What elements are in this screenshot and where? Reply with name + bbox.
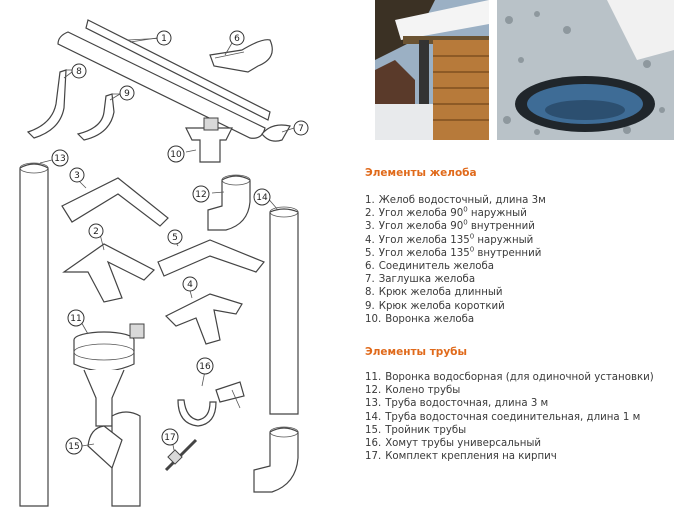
list-item: 11.Воронка водосборная (для одиночной ус… <box>365 372 654 383</box>
list-item: 9.Крюк желоба короткий <box>365 300 505 312</box>
list-item: 6.Соединитель желоба <box>365 261 494 273</box>
callout-14: 14 <box>253 188 271 206</box>
svg-text:10: 10 <box>170 150 182 160</box>
svg-text:14: 14 <box>256 193 268 203</box>
list-item: 5.Угол желоба 1350 внутренний <box>365 245 542 259</box>
leader-lines <box>39 37 295 451</box>
list-item: 1.Желоб водосточный, длина 3м <box>365 195 546 206</box>
list-item: 13.Труба водосточная, длина 3 м <box>365 398 549 410</box>
callout-17: 17 <box>161 428 179 446</box>
pipe-elements-list: 11.Воронка водосборная (для одиночной ус… <box>365 371 654 463</box>
pipe-elements-title: Элементы трубы <box>365 346 467 358</box>
pipe-clamp-part <box>177 381 245 427</box>
long-hook-part <box>26 69 80 139</box>
list-item: 4.Угол желоба 1350 наружный <box>365 232 534 246</box>
outer-corner-90-part <box>62 243 156 303</box>
list-item: 10.Воронка желоба <box>365 313 475 325</box>
svg-text:13: 13 <box>54 154 65 164</box>
photo-funnel-on-gravel <box>497 0 674 140</box>
connecting-pipe-part <box>269 206 299 415</box>
inner-corner-90-part <box>61 177 169 227</box>
pipe-elbow-part <box>207 174 251 231</box>
callout-7: 7 <box>293 120 309 136</box>
callout-1: 1 <box>156 30 172 46</box>
callout-9: 9 <box>119 85 135 101</box>
list-item: 3.Угол желоба 900 внутренний <box>365 219 535 233</box>
svg-text:11: 11 <box>70 314 81 324</box>
outer-corner-135-part <box>164 293 243 345</box>
pipe-elbow-lower-part <box>253 426 299 493</box>
callout-15: 15 <box>65 437 83 455</box>
callout-6: 6 <box>229 30 245 46</box>
callout-10: 10 <box>167 145 185 163</box>
svg-text:5: 5 <box>172 233 178 243</box>
inner-corner-135-part <box>157 239 265 277</box>
callout-12: 12 <box>192 185 210 203</box>
long-pipe-part <box>19 162 49 507</box>
list-item: 8.Крюк желоба длинный <box>365 287 503 299</box>
svg-text:7: 7 <box>298 124 304 134</box>
gutter-elements-title: Элементы желоба <box>365 167 477 179</box>
svg-text:1: 1 <box>161 34 167 44</box>
photo-gutter-on-house <box>375 0 489 140</box>
list-item: 14.Труба водосточная соединительная, дли… <box>365 411 641 423</box>
parts-diagram: 1 6 8 9 7 10 13 3 12 14 2 5 4 11 16 15 1… <box>19 19 309 507</box>
svg-text:4: 4 <box>187 280 193 290</box>
svg-text:15: 15 <box>68 442 79 452</box>
svg-text:12: 12 <box>195 190 206 200</box>
gutter-elements-list: 1.Желоб водосточный, длина 3м 2.Угол жел… <box>365 194 546 326</box>
callout-13: 13 <box>51 149 69 167</box>
end-cap-part <box>261 124 291 142</box>
callout-2: 2 <box>88 223 104 239</box>
callout-5: 5 <box>167 229 183 245</box>
callout-8: 8 <box>71 63 87 79</box>
svg-text:2: 2 <box>93 227 99 237</box>
callout-16: 16 <box>196 357 214 375</box>
list-item: 16.Хомут трубы универсальный <box>365 438 542 450</box>
brick-fixing-part <box>164 438 198 472</box>
svg-text:8: 8 <box>76 67 82 77</box>
svg-text:17: 17 <box>164 433 175 443</box>
list-item: 15.Тройник трубы <box>365 424 467 436</box>
list-item: 2.Угол желоба 900 наружный <box>365 205 527 220</box>
callout-4: 4 <box>182 276 198 292</box>
callout-11: 11 <box>67 309 85 327</box>
svg-text:6: 6 <box>234 34 240 44</box>
svg-text:3: 3 <box>74 171 80 181</box>
callout-3: 3 <box>69 167 85 183</box>
gutter-connector-part <box>209 39 273 73</box>
funnel-part <box>73 323 145 427</box>
list-item: 17.Комплект крепления на кирпич <box>365 451 557 463</box>
list-item: 7.Заглушка желоба <box>365 274 476 286</box>
svg-text:9: 9 <box>124 89 130 99</box>
svg-text:16: 16 <box>199 362 211 372</box>
short-hook-part <box>76 93 125 141</box>
gutter-outlet-part <box>185 117 233 163</box>
pipe-tee-part <box>87 411 141 507</box>
list-item: 12.Колено трубы <box>365 385 461 397</box>
